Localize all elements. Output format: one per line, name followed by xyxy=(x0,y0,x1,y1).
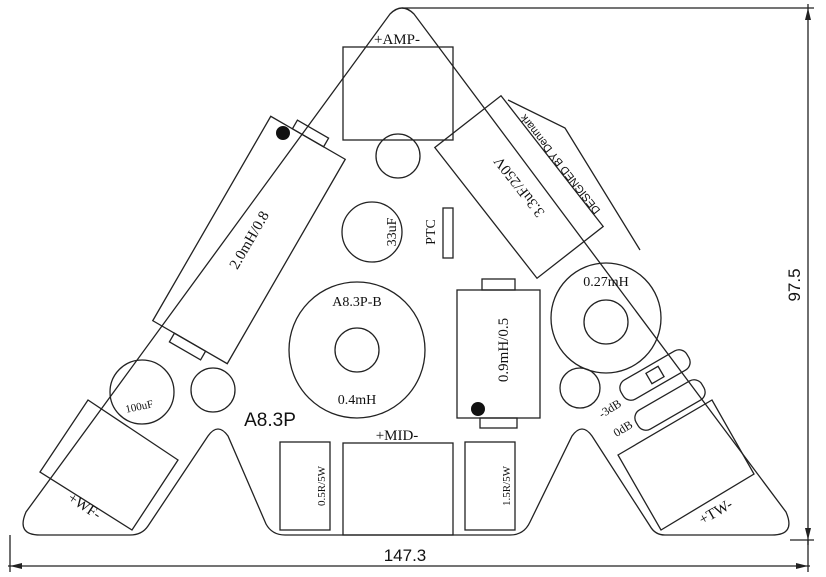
cap-33uf-label: 33uF xyxy=(385,217,400,246)
cap-100uf xyxy=(109,359,175,425)
cap-100uf-label: 100uF xyxy=(124,398,154,416)
board-outline xyxy=(22,7,790,536)
inductor-0-9mh-label: 0.9mH/0.5 xyxy=(496,318,512,382)
mount-hole xyxy=(375,133,421,179)
amp-connector xyxy=(342,46,454,141)
core-label: A8.3P-B xyxy=(332,295,381,310)
inductor-2mh: 2.0mH/0.8 xyxy=(151,115,347,365)
height-dimension: 97.5 xyxy=(785,268,804,301)
tw-connector xyxy=(617,399,755,531)
attenuator-3db-label: -3dB xyxy=(596,396,624,421)
ptc-label: PTC xyxy=(424,219,439,245)
polarity-dot xyxy=(471,402,485,416)
inductor-2mh-label: 2.0mH/0.8 xyxy=(227,209,273,273)
dimension-lines xyxy=(8,4,814,572)
resistor-1-5r xyxy=(464,441,516,531)
ptc xyxy=(442,207,454,259)
inductor-0-4mh-label: 0.4mH xyxy=(338,393,377,408)
attenuator-jumpers xyxy=(619,349,706,431)
mid-label: +MID- xyxy=(376,428,419,444)
wf-connector xyxy=(39,399,179,531)
inductor-0-27mh-label: 0.27mH xyxy=(583,275,629,290)
mount-hole xyxy=(559,367,601,409)
attenuator-0db-label: 0dB xyxy=(611,417,635,439)
resistor-0-5r xyxy=(279,441,331,531)
inductor-tab xyxy=(479,417,518,429)
tw-label: +TW- xyxy=(696,497,735,529)
wf-label: +WF- xyxy=(65,490,104,523)
resistor-1-5r-label: 1.5R/5W xyxy=(501,465,513,506)
model-label: A8.3P xyxy=(244,410,296,431)
cap-33uf xyxy=(341,201,403,263)
resistor-0-5r-label: 0.5R/5W xyxy=(316,465,328,506)
inductor-0-27mh xyxy=(550,262,662,374)
width-dimension: 147.3 xyxy=(384,546,427,565)
polarity-dot xyxy=(276,126,290,140)
inductor-0-4mh xyxy=(288,281,426,419)
inductor-core xyxy=(334,327,380,373)
mid-connector xyxy=(342,442,454,536)
credit-outline xyxy=(507,99,641,251)
inductor-tab xyxy=(481,278,516,291)
amp-label: +AMP- xyxy=(374,32,420,48)
inductor-core xyxy=(583,299,629,345)
cap-3-3uf-label: 3.3uF/250V xyxy=(491,153,548,220)
mount-hole xyxy=(190,367,236,413)
